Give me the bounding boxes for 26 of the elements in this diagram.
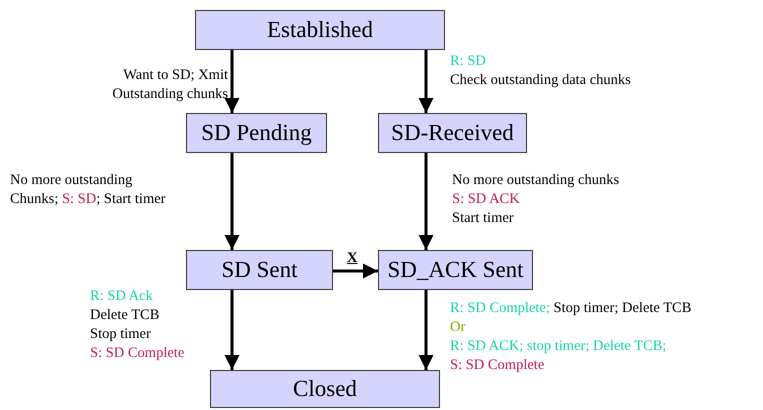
edge-label: X [347, 249, 358, 268]
state-name: Closed [293, 376, 357, 402]
state-name: SD Pending [201, 120, 312, 146]
state-name: SD Sent [221, 257, 298, 283]
arrow [418, 290, 434, 370]
arrow [418, 50, 434, 113]
state-name: SD-Received [391, 120, 514, 146]
edge-label: R: SD Ack Delete TCB Stop timer S: SD Complete [90, 287, 184, 363]
state-box [186, 250, 333, 290]
arrow [224, 50, 240, 113]
arrow [224, 290, 240, 370]
edge-label: R: SD Complete; Stop timer; Delete TCB Or R: SD ACK; stop timer; Delete TCB; S: SD Complete [450, 299, 692, 375]
edge-label: No more outstanding Chunks; S: SD; Start timer [10, 171, 166, 209]
state-box [378, 250, 533, 290]
state-box [210, 370, 440, 408]
arrow [418, 153, 434, 250]
arrow [333, 264, 378, 278]
state-box [378, 113, 527, 153]
state-name: Established [266, 17, 374, 43]
edge-label: R: SD Check outstanding data chunks [450, 52, 631, 90]
edge-label: Want to SD; Xmit Outstanding chunks [111, 66, 228, 104]
state-box [195, 10, 445, 50]
arrow [224, 153, 240, 250]
edge-label: No more outstanding chunks S: SD ACK Start timer [452, 171, 620, 228]
state-name: SD_ACK Sent [387, 257, 524, 283]
state-box [186, 113, 327, 153]
